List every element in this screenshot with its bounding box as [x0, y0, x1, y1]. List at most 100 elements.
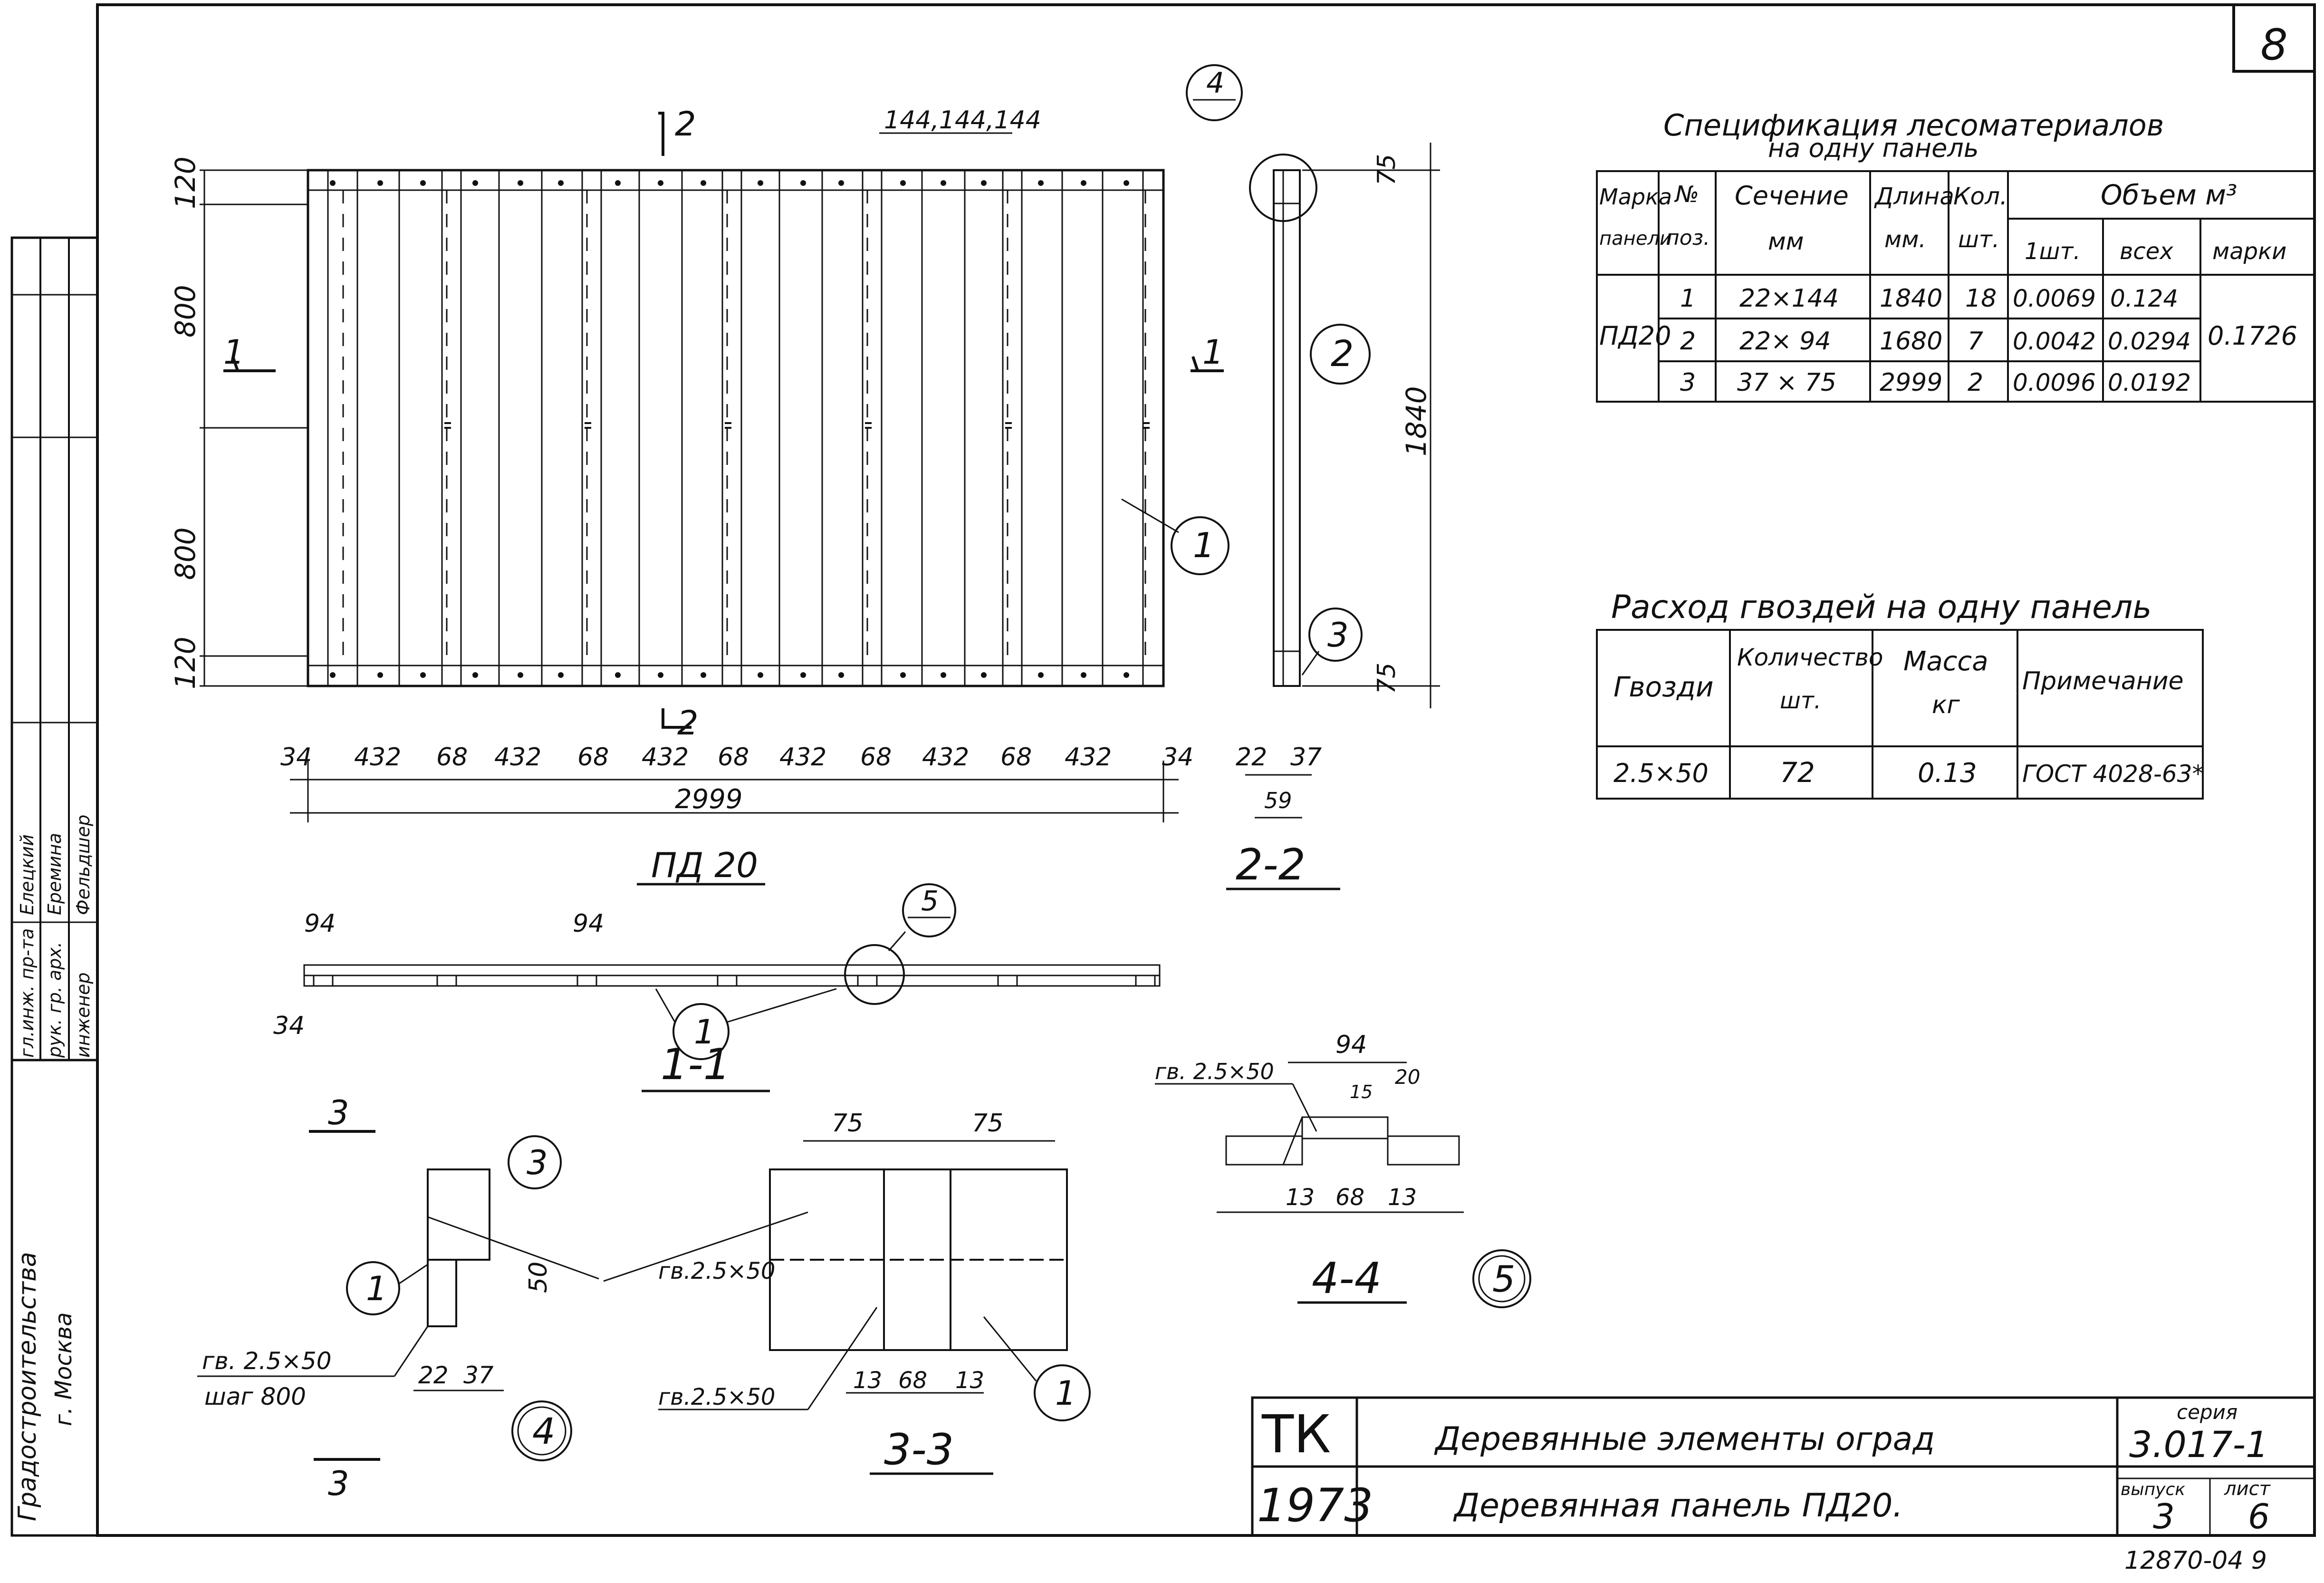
- side-dim-37: 37: [1290, 743, 1322, 772]
- spec-h-qty: Кол.: [1953, 183, 2007, 210]
- sheet-number: 8: [2260, 20, 2287, 70]
- spec-cell: 0.0069: [2013, 285, 2096, 312]
- side-dim-22: 22: [1236, 743, 1267, 772]
- callout-1-node: [346, 1261, 400, 1315]
- spec-h-volume: Объем м³: [2101, 179, 2237, 211]
- callout-1-s11-text: 1: [694, 1013, 715, 1052]
- left-dim-chain: [200, 169, 308, 687]
- bdim-9: 432: [922, 743, 969, 772]
- dim-1840: 1840: [1400, 386, 1432, 456]
- tb-line2: Деревянная панель ПД20.: [1453, 1487, 1903, 1525]
- spec-cell: 1840: [1880, 284, 1942, 313]
- spec-h-length: Длина: [1874, 183, 1954, 210]
- spec-cell: 0.124: [2110, 285, 2178, 312]
- nails-table-grid: [1596, 629, 2204, 800]
- section-4-4: [1225, 1116, 1460, 1166]
- bdim-10: 68: [1000, 743, 1032, 772]
- side-name-1: Елецкий: [17, 834, 38, 915]
- dim-120-top: 120: [169, 156, 202, 209]
- spec-h-section: Сечение: [1735, 181, 1849, 211]
- s33-nail-bot: гв.2.5×50: [658, 1384, 775, 1410]
- spec-h-mark: Марка: [1599, 184, 1672, 210]
- callout-3-side: [1308, 608, 1363, 662]
- section-4-4-label: 4-4: [1312, 1254, 1382, 1303]
- spec-cell: 22×144: [1739, 284, 1839, 313]
- spec-h-section2: мм: [1768, 228, 1804, 255]
- bdim-7: 432: [779, 743, 826, 772]
- nails-title: Расход гвоздей на одну панель: [1611, 589, 2151, 626]
- s44-dim-94: 94: [1335, 1031, 1367, 1059]
- tb-line1: Деревянные элементы оград: [1434, 1420, 1935, 1458]
- callout-5: [1472, 1249, 1531, 1308]
- title-block: [1251, 1396, 2316, 1537]
- bdim-8: 68: [860, 743, 892, 772]
- spec-cell: 0.0042: [2013, 328, 2096, 355]
- spec-mark-volume: 0.1726: [2208, 321, 2297, 351]
- top-dims: 144,144,144: [884, 106, 1041, 135]
- tb-issue: 3: [2153, 1496, 2175, 1536]
- callout-1-s33: [1034, 1364, 1091, 1421]
- cut-1-left: 1: [223, 333, 245, 372]
- nails-h-qty: Количество: [1737, 644, 1883, 671]
- detail-circle-top: [1249, 154, 1317, 222]
- side-city: г. Москва: [50, 1312, 77, 1426]
- nails-h-qty2: шт.: [1780, 687, 1821, 714]
- callout-1-text: 1: [1193, 525, 1215, 565]
- dim-75-bot: 75: [1373, 663, 1401, 694]
- bdim-4: 68: [577, 743, 609, 772]
- bdim-11: 432: [1065, 743, 1112, 772]
- bdim-2: 68: [436, 743, 468, 772]
- mark-4-text: 4: [1206, 67, 1224, 100]
- spec-h-pos: №: [1674, 181, 1699, 208]
- cut-3-top: 3: [328, 1093, 349, 1132]
- callout-3-node: [508, 1135, 562, 1189]
- s44-dim-13b: 13: [1388, 1184, 1417, 1211]
- s33-dim-75a: 75: [832, 1109, 863, 1138]
- cut-3-bot: 3: [328, 1464, 349, 1503]
- spec-cell: 0.0096: [2013, 369, 2096, 396]
- section-2-2-label: 2-2: [1236, 840, 1306, 890]
- section-3-cut: [309, 1130, 380, 1461]
- bottom-dims: 34 432 68 432 68 432 68 432 68 432 68 43…: [280, 743, 1193, 772]
- nails-cell-mass: 0.13: [1918, 758, 1977, 789]
- side-stamp: гл.инж. пр-та рук. гр. арх. инженер Елец…: [10, 236, 99, 1537]
- bottom-dim-chain: [290, 761, 1179, 822]
- side-role-1: гл.инж. пр-та: [17, 928, 38, 1058]
- s33-nail-top: гв.2.5×50: [658, 1258, 775, 1284]
- nails-h-note: Примечание: [2022, 667, 2184, 695]
- s11-dim-34: 34: [273, 1012, 305, 1040]
- cut-2-top: 2: [675, 105, 696, 144]
- bdim-1: 432: [354, 743, 401, 772]
- cut-markers: [223, 112, 1224, 729]
- s44-nail: гв. 2.5×50: [1155, 1059, 1274, 1084]
- tb-series-label: серия: [2177, 1400, 2238, 1424]
- callout-3-node-text: 3: [527, 1143, 548, 1182]
- spec-h-mark2: панели: [1599, 228, 1672, 250]
- panel-front-view: [307, 169, 1165, 687]
- dim-800-b: 800: [169, 527, 202, 580]
- n4-dim-50: 50: [524, 1262, 553, 1293]
- nails-h-nail: Гвозди: [1613, 671, 1714, 703]
- side-name-2: Еремина: [44, 833, 65, 915]
- spec-cell: 2: [1968, 368, 1983, 397]
- nails-h-mass2: кг: [1932, 691, 1960, 719]
- bdim-0: 34: [280, 743, 312, 772]
- n4-dim-22: 22: [418, 1361, 449, 1389]
- mark-5: [902, 883, 956, 937]
- side-dim-59: 59: [1264, 788, 1292, 813]
- s11-dim-94b: 94: [573, 909, 604, 938]
- spec-cell: 18: [1965, 284, 1997, 313]
- bdim-5: 432: [642, 743, 689, 772]
- s33-dim-68: 68: [898, 1367, 927, 1394]
- panel-label: ПД 20: [651, 845, 758, 885]
- s44-dim-20: 20: [1395, 1065, 1420, 1089]
- callout-1-s33-text: 1: [1055, 1374, 1076, 1413]
- spec-row-3: 3 37 × 75 2999 2 0.0096 0.0192: [1680, 368, 2191, 397]
- nails-cell-qty: 72: [1780, 756, 1815, 789]
- callout-2: [1310, 324, 1371, 385]
- mark-5-text: 5: [921, 885, 939, 917]
- tb-tk: ТК: [1261, 1404, 1331, 1465]
- spec-h-qty2: шт.: [1958, 226, 1999, 253]
- tb-issue-label: выпуск: [2121, 1480, 2185, 1499]
- spec-h-vol-one: 1шт.: [2025, 238, 2081, 265]
